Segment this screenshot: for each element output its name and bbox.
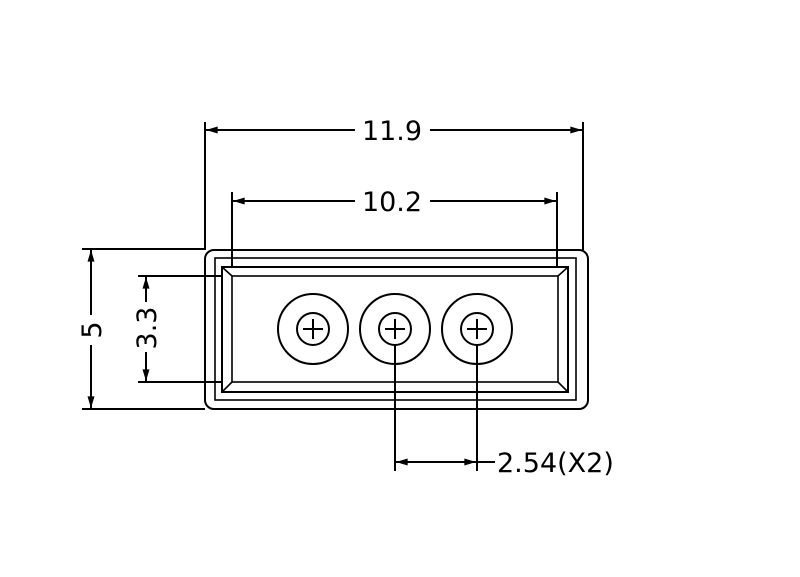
dimension-pin-pitch: 2.54(X2) (394, 345, 614, 479)
pin-1 (277, 293, 349, 365)
inner-width-label: 10.2 (362, 187, 422, 218)
dimension-overall-width: 11.9 (82, 116, 584, 250)
inner-height-label: 3.3 (132, 307, 163, 350)
pin-pitch-label: 2.54(X2) (497, 448, 614, 479)
dimension-inner-height: 3.3 (132, 275, 222, 383)
overall-height-label: 5 (77, 321, 108, 338)
overall-width-label: 11.9 (362, 116, 422, 147)
dimension-overall-height: 5 (77, 249, 205, 410)
dimension-inner-width: 10.2 (231, 187, 558, 267)
